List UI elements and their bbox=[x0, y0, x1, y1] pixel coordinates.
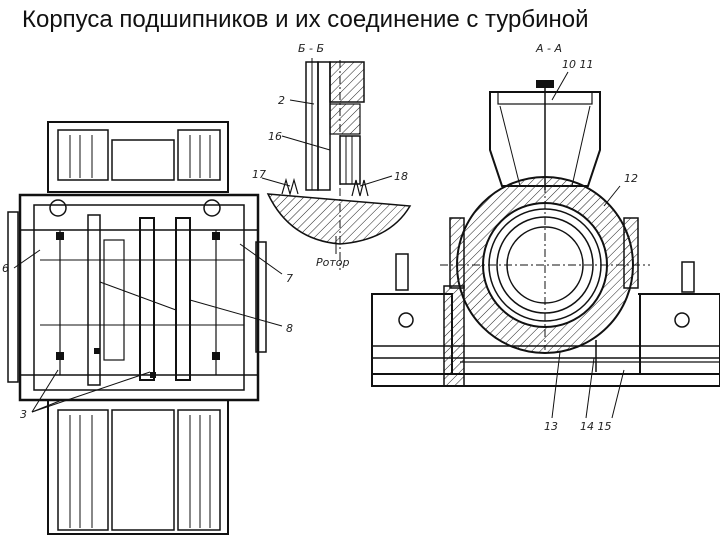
label-13: 13 bbox=[544, 420, 558, 433]
plan-view bbox=[7, 121, 283, 535]
label-14-15: 14 15 bbox=[580, 420, 612, 433]
label-3: 3 bbox=[20, 408, 27, 421]
rotor-segment bbox=[266, 193, 412, 245]
label-section-aa: А - А bbox=[535, 42, 562, 55]
bolt-hole-top-right bbox=[203, 199, 221, 217]
label-section-bb: Б - Б bbox=[298, 42, 324, 55]
label-2: 2 bbox=[278, 94, 285, 107]
bolt-hole-top-left bbox=[49, 199, 67, 217]
label-10-11: 10 11 bbox=[562, 58, 594, 71]
label-12: 12 bbox=[624, 172, 638, 185]
label-8: 8 bbox=[286, 322, 293, 335]
label-18: 18 bbox=[394, 170, 408, 183]
section-aa bbox=[371, 71, 720, 419]
slide-title: Корпуса подшипников и их соединение с ту… bbox=[22, 6, 589, 33]
label-17: 17 bbox=[252, 168, 266, 181]
label-6: 6 bbox=[2, 262, 9, 275]
label-7: 7 bbox=[286, 272, 293, 285]
section-bb bbox=[261, 58, 412, 270]
label-rotor: Ротор bbox=[316, 256, 350, 269]
label-16: 16 bbox=[268, 130, 282, 143]
